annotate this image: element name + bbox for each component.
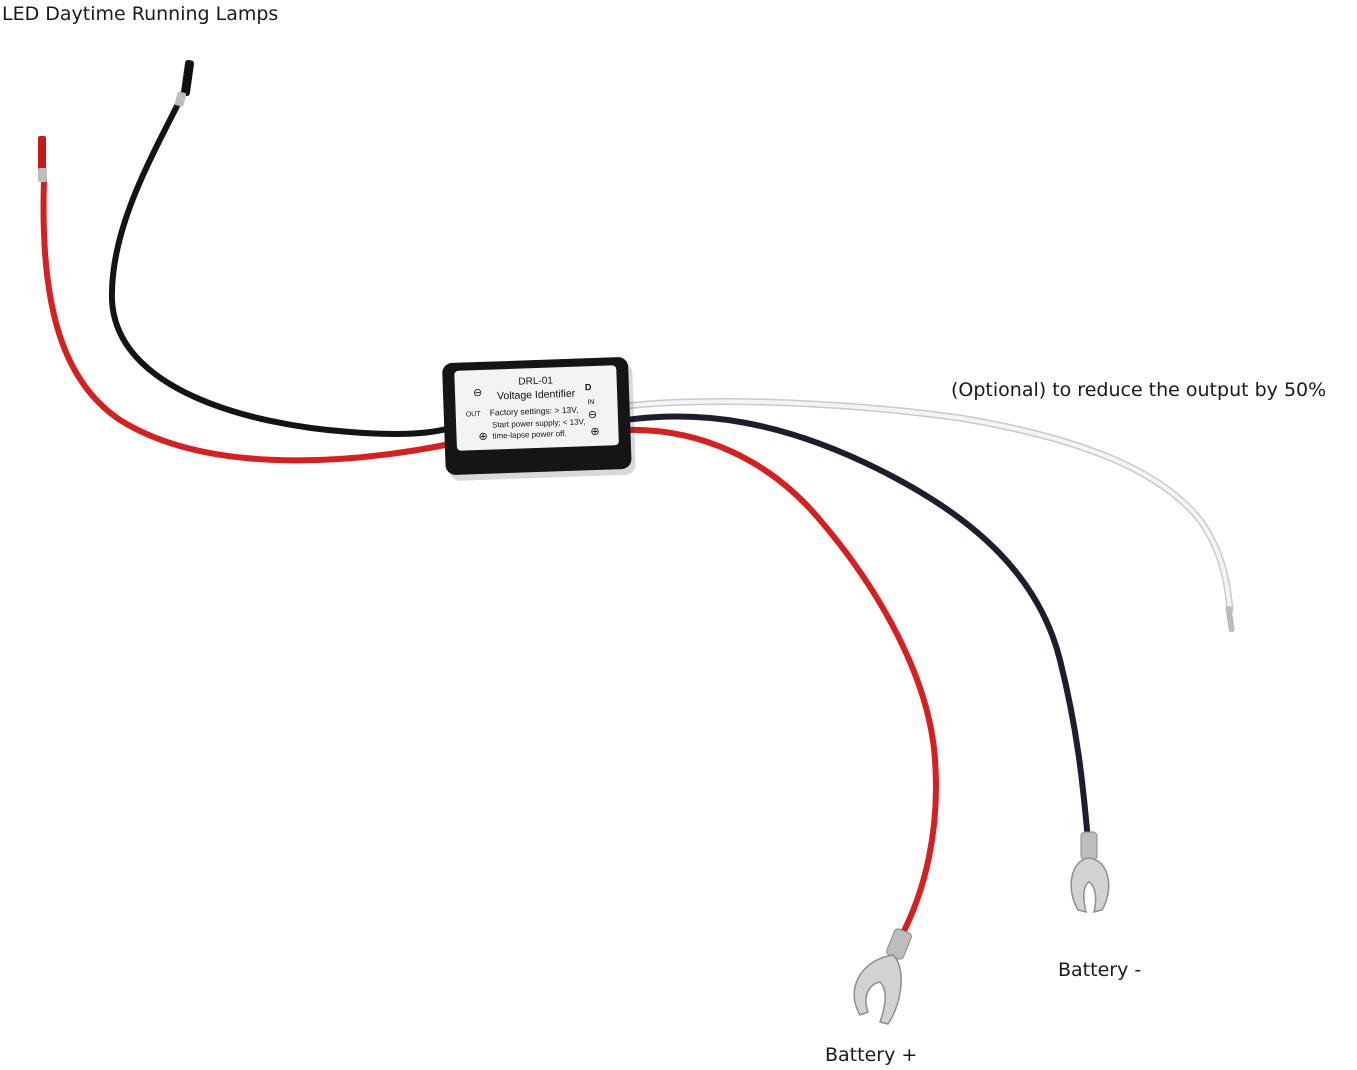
led-red-wire (40, 177, 453, 464)
optional-white-wire-tip (1225, 605, 1235, 633)
led-red-wire-tip (38, 136, 46, 172)
module-line2: Start power supply; < 13V, (492, 417, 586, 429)
battery-pos-wire (623, 426, 939, 938)
battery-neg-terminal (1070, 831, 1110, 914)
optional-white-wire-core (624, 399, 1232, 612)
module-line1: Factory settings: > 13V, (490, 405, 579, 418)
module-plus-right: ⊕ (590, 426, 600, 438)
battery-wires (622, 398, 1235, 938)
battery-neg-label: Battery - (1058, 959, 1142, 981)
module-label-sticker (454, 365, 619, 451)
module-in-label: IN (587, 399, 594, 406)
led-red-wire-ferrule (38, 168, 47, 182)
led-black-wire (108, 97, 453, 438)
module-line3: time-lapse power off. (492, 429, 566, 441)
module-minus-top-left: ⊖ (473, 387, 483, 399)
led-black-wire-ferrule (174, 91, 187, 107)
module-d-symbol: D (585, 382, 592, 392)
led-lamps-label: LED Daytime Running Lamps (2, 3, 279, 25)
led-lamp-wires (38, 60, 453, 464)
led-black-wire-tip (180, 60, 195, 97)
module-model: DRL-01 (518, 375, 553, 387)
battery-neg-wire (623, 413, 1091, 843)
optional-white-wire (622, 398, 1234, 614)
module-name: Voltage Identifier (497, 388, 576, 403)
module-plus-left: ⊕ (478, 431, 488, 443)
drl-module: DRL-01 Voltage Identifier ⊖ D OUT IN ⊖ F… (442, 357, 636, 481)
battery-pos-terminal (853, 928, 912, 1025)
battery-pos-label: Battery + (825, 1044, 918, 1066)
optional-label: (Optional) to reduce the output by 50% (951, 379, 1327, 401)
module-minus-right: ⊖ (588, 409, 598, 421)
module-out-label: OUT (466, 411, 482, 419)
